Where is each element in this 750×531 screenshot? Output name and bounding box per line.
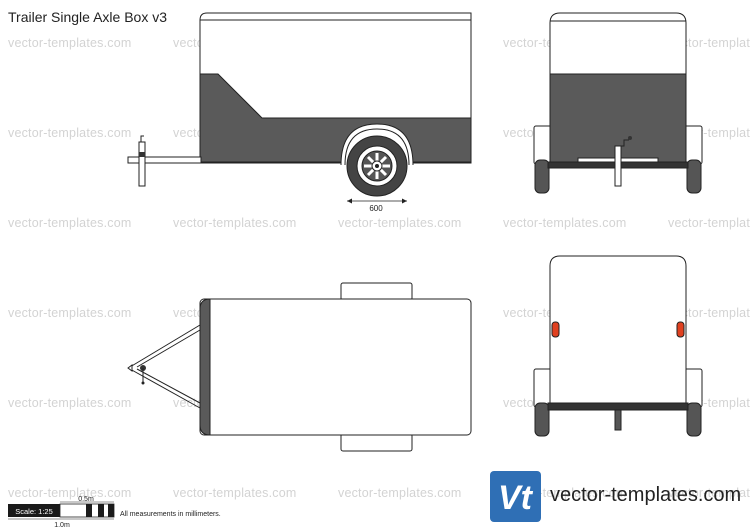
watermark-text: vector-templates.com bbox=[8, 36, 131, 50]
top-view bbox=[127, 282, 472, 452]
diagram-title: Trailer Single Axle Box v3 bbox=[8, 9, 167, 25]
scale-label: Scale: 1:25 bbox=[15, 507, 53, 516]
rear-right-wheel bbox=[686, 402, 702, 437]
watermark-text: vector-templates.com bbox=[8, 486, 131, 500]
dimension-label: 600 bbox=[369, 204, 383, 213]
top-guard-upper bbox=[340, 282, 413, 301]
rear-left-wheel bbox=[534, 402, 550, 437]
watermark-text: vector-templates.com bbox=[8, 306, 131, 320]
watermark-text: vector-templates.com bbox=[503, 216, 626, 230]
scale-bar: Scale: 1:25 0.5m 1.0m bbox=[8, 496, 115, 529]
watermark-text: vector-templates.com bbox=[8, 396, 131, 410]
watermark-text: vector-templates.com bbox=[8, 216, 131, 230]
measurement-note: All measurements in millimeters. bbox=[120, 511, 221, 518]
scale-half-label: 0.5m bbox=[78, 496, 94, 503]
brand-logo: Vt bbox=[490, 471, 541, 522]
front-right-wheel bbox=[686, 159, 702, 194]
watermark-text: vector-templates.com bbox=[8, 126, 131, 140]
rear-view bbox=[533, 255, 703, 437]
rear-box-body bbox=[549, 255, 687, 404]
top-guard-lower bbox=[340, 433, 413, 452]
scale-full-label: 1.0m bbox=[54, 522, 70, 529]
side-view: 600 bbox=[127, 12, 472, 213]
watermark-text: vector-templates.com bbox=[338, 216, 461, 230]
rear-left-tail-light bbox=[551, 321, 560, 338]
watermark-text: vector-templates.com bbox=[173, 216, 296, 230]
side-wheel bbox=[346, 135, 408, 197]
watermark-text: vector-templates.com bbox=[173, 486, 296, 500]
brand-site-name: vector-templates.com bbox=[550, 484, 742, 506]
rear-right-tail-light bbox=[676, 321, 685, 338]
side-jockey-post bbox=[138, 141, 146, 187]
side-drawbar bbox=[127, 156, 202, 164]
front-jockey-post bbox=[614, 145, 622, 187]
watermark-text: vector-templates.com bbox=[668, 36, 750, 50]
watermark-text: vector-templates.com bbox=[668, 486, 750, 500]
wheel-dimension: 600 bbox=[347, 198, 407, 213]
front-left-wheel bbox=[534, 159, 550, 194]
watermark-text: vector-templates.com bbox=[338, 486, 461, 500]
front-view bbox=[533, 12, 703, 194]
top-a-frame bbox=[127, 324, 201, 409]
brand-logo-letters: Vt bbox=[498, 479, 534, 517]
watermark-text: vector-templates.com bbox=[668, 216, 750, 230]
top-box-body bbox=[199, 298, 472, 436]
watermark-text: vector-templates.com bbox=[668, 306, 750, 320]
